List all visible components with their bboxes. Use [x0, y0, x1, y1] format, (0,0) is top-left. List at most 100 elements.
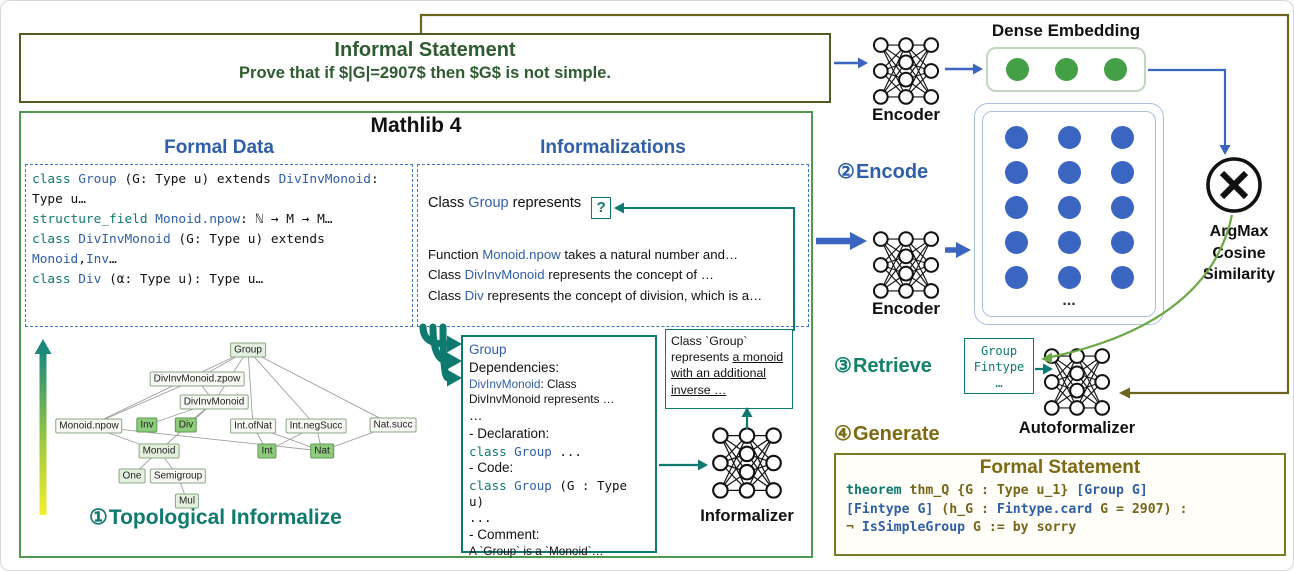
step-generate: ④Generate — [834, 421, 940, 446]
informalizer-label: Informalizer — [700, 507, 794, 525]
embedding-row — [1004, 265, 1134, 289]
dense-embedding-box — [986, 47, 1146, 92]
step-topological-informalize: ①Topological Informalize — [89, 505, 342, 530]
informalizer-icon — [709, 425, 785, 501]
step-number: ① — [89, 506, 108, 529]
embedding-row — [1004, 125, 1134, 149]
group-box-line: DivInvMonoid: Class DivInvMonoid represe… — [469, 377, 615, 407]
embedding-database-box: ... — [974, 103, 1164, 325]
embedding-row — [1004, 160, 1134, 184]
group-box-line: - Declaration: — [469, 426, 550, 442]
group-box-line: ... — [469, 510, 492, 526]
group-box-line: class Group ... — [469, 443, 582, 459]
embedding-dot-green — [1103, 58, 1127, 81]
embedding-dot-blue — [1004, 195, 1028, 219]
autoformalizer-label: Autoformalizer — [1018, 419, 1136, 437]
group-box-line: … — [469, 408, 483, 424]
step-number: ③ — [834, 355, 852, 377]
group-box-line: class Group (G : Type u) — [469, 478, 628, 509]
group-box-line: Dependencies: — [469, 359, 560, 375]
graph-node-int-ofnat: Int.ofNat — [230, 418, 276, 434]
argmax-label: ArgMax Cosine Similarity — [1191, 221, 1287, 286]
graph-node-inv: Inv — [136, 417, 158, 433]
formal-statement-code: theorem thm_Q {G : Type u_1} [Group G][F… — [846, 483, 1188, 536]
embedding-dot-blue — [1110, 230, 1134, 254]
step-encode: ②Encode — [837, 159, 928, 184]
arrowhead — [1119, 387, 1130, 399]
step-label: Topological Informalize — [108, 506, 342, 529]
embedding-dot-blue — [1110, 265, 1134, 289]
informalizations-heading: Informalizations — [540, 137, 686, 158]
embedding-row — [1004, 230, 1134, 254]
argmax-line: Cosine — [1212, 244, 1266, 262]
graph-node-nat: Nat — [310, 443, 334, 459]
retrieved-item: … — [995, 376, 1003, 391]
informalization-prompt-line: Class Group represents ? — [428, 195, 798, 219]
retrieved-item: Group — [980, 344, 1018, 358]
embedding-row — [1004, 195, 1134, 219]
formal-data-box: class Group (G: Type u) extends DivInvMo… — [25, 164, 413, 327]
graph-node-divinvmonoid-zpow: DivInvMonoid.zpow — [149, 371, 245, 387]
autoformalizer-icon — [1041, 346, 1113, 418]
argmax-line: ArgMax — [1209, 223, 1269, 240]
embedding-database-inner: ... — [982, 111, 1156, 317]
retrieved-item: Fintype — [973, 360, 1025, 375]
embedding-dot-blue — [1110, 195, 1134, 219]
argmax-line: Similarity — [1202, 266, 1276, 284]
graph-node-div: Div — [174, 417, 198, 433]
encoder-bottom-label: Encoder — [871, 299, 941, 318]
graph-node-mul: Mul — [174, 493, 200, 509]
group-box-line: A `Group` is a `Monoid`… — [469, 544, 604, 559]
informalizations-box: Class Group represents ? Function Monoid… — [417, 164, 809, 327]
graph-node-one: One — [118, 468, 146, 484]
embedding-dot-blue — [1057, 195, 1081, 219]
graph-node-monoid: Monoid — [138, 443, 180, 459]
informalizer-output-box: Class `Group` represents a monoid with a… — [665, 329, 793, 409]
formal-data-code: class Group (G: Type u) extends DivInvMo… — [32, 172, 379, 288]
group-box-line: - Code: — [469, 460, 514, 476]
step-number: ④ — [834, 423, 852, 445]
step-label: Retrieve — [852, 355, 932, 377]
gradient-arrow — [34, 339, 52, 515]
informalization-item: Class Div represents the concept of divi… — [428, 287, 763, 303]
informalization-items: Function Monoid.npow takes a natural num… — [428, 245, 798, 306]
step-retrieve: ③Retrieve — [834, 353, 932, 378]
informal-statement-body: Prove that if $|G|=2907$ then $G$ is not… — [239, 64, 611, 82]
graph-node-divinvmonoid: DivInvMonoid — [179, 394, 249, 410]
encoder-top-icon — [870, 35, 942, 107]
graph-node-int: Int — [257, 443, 277, 459]
dependency-graph: Group DivInvMonoid.zpow DivInvMonoid Mon… — [31, 337, 441, 523]
graph-node-semigroup: Semigroup — [149, 468, 207, 484]
graph-node-monoid-npow: Monoid.npow — [55, 418, 123, 434]
encoder-top-label: Encoder — [871, 105, 941, 124]
mathlib-title: Mathlib 4 — [370, 114, 462, 137]
step-number: ② — [837, 161, 855, 183]
embedding-dot-blue — [1057, 125, 1081, 149]
formal-data-heading: Formal Data — [164, 137, 274, 158]
step-label: Generate — [852, 423, 940, 445]
embedding-dot-blue — [1004, 125, 1028, 149]
informalization-item: Class DivInvMonoid represents the concep… — [428, 267, 714, 283]
embedding-dot-blue — [1004, 265, 1028, 289]
embedding-dot-blue — [1057, 160, 1081, 184]
embedding-dot-blue — [1057, 265, 1081, 289]
group-detail-box: Group Dependencies: DivInvMonoid: Class … — [461, 335, 657, 558]
informalization-prompt-text: Class Group represents — [428, 195, 586, 211]
embedding-dot-blue — [1004, 230, 1028, 254]
graph-node-int-negsucc: Int.negSucc — [285, 418, 347, 434]
graph-node-group: Group — [230, 342, 266, 358]
embedding-dot-blue — [1057, 230, 1081, 254]
embedding-dot-green — [1054, 58, 1078, 81]
informal-statement-title: Informal Statement — [334, 39, 516, 61]
embedding-dot-blue — [1004, 160, 1028, 184]
encoder-bottom-icon — [870, 229, 942, 301]
database-ellipsis: ... — [1062, 291, 1076, 309]
graph-node-nat-succ: Nat.succ — [369, 417, 417, 433]
question-mark-box: ? — [591, 197, 612, 219]
informal-statement-box: Informal Statement Prove that if $|G|=29… — [19, 33, 831, 103]
group-box-line: - Comment: — [469, 526, 540, 542]
formal-statement-box: Formal Statement theorem thm_Q {G : Type… — [834, 453, 1286, 556]
step-label: Encode — [855, 161, 929, 183]
embedding-dot-blue — [1110, 160, 1134, 184]
